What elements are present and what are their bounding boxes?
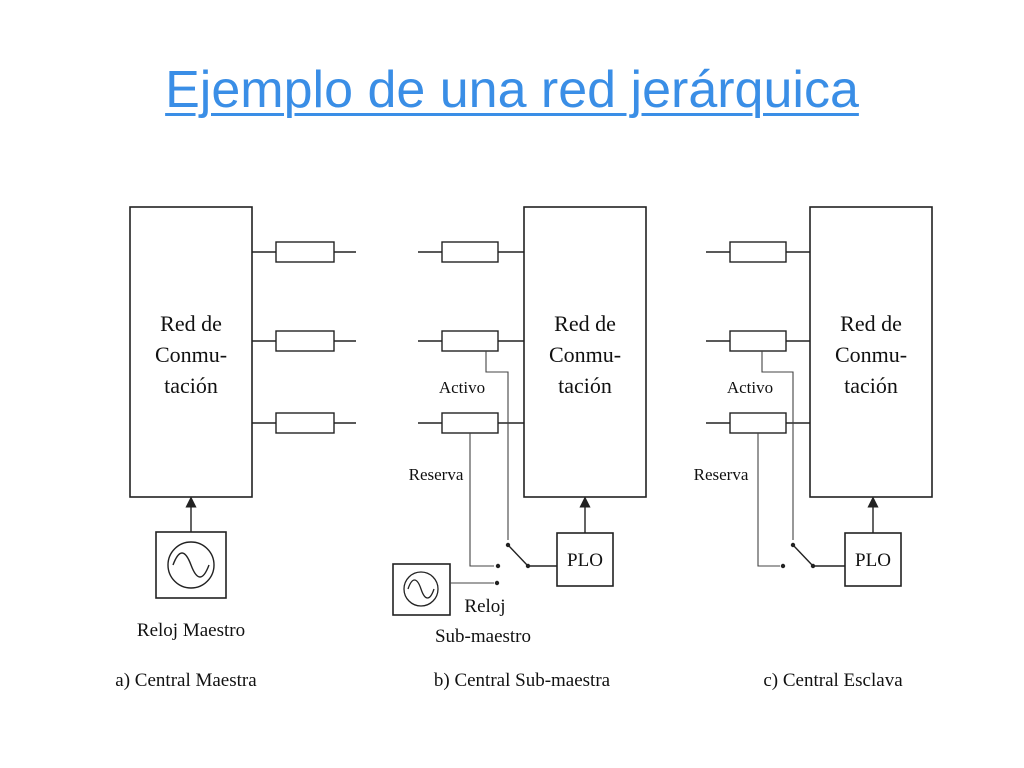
selector-switch-c bbox=[780, 542, 845, 569]
link-a-2 bbox=[252, 330, 356, 352]
link-c-3 bbox=[706, 412, 810, 434]
link-a-1 bbox=[252, 241, 356, 263]
link-b-1 bbox=[418, 241, 524, 263]
reserva-timing-line-c bbox=[757, 433, 780, 567]
activo-label-c: Activo bbox=[727, 378, 773, 397]
block-c-line1: Red de bbox=[840, 311, 902, 336]
activo-label-b: Activo bbox=[439, 378, 485, 397]
block-b-line3: tación bbox=[558, 373, 612, 398]
panel-a: Red de Conmu- tación bbox=[115, 206, 356, 691]
reserva-timing-line-b bbox=[469, 433, 494, 567]
panel-c: Red de Conmu- tación Activo Reserva bbox=[694, 206, 933, 691]
submaster-clock-label-1: Reloj bbox=[464, 596, 505, 617]
plo-label-b: PLO bbox=[567, 550, 603, 571]
block-b-line2: Conmu- bbox=[549, 342, 621, 367]
reserva-label-c: Reserva bbox=[694, 465, 749, 484]
block-b-line1: Red de bbox=[554, 311, 616, 336]
oscillator-icon bbox=[167, 541, 215, 589]
link-c-1 bbox=[706, 241, 810, 263]
plo-label-c: PLO bbox=[855, 550, 891, 571]
master-clock-label: Reloj Maestro bbox=[137, 620, 245, 641]
reserva-label-b: Reserva bbox=[409, 465, 464, 484]
block-c-line2: Conmu- bbox=[835, 342, 907, 367]
caption-b: b) Central Sub-maestra bbox=[434, 670, 611, 691]
link-a-3 bbox=[252, 412, 356, 434]
link-b-2 bbox=[418, 330, 524, 352]
submaster-clock-box bbox=[392, 563, 451, 616]
caption-c: c) Central Esclava bbox=[763, 670, 903, 691]
slide-title[interactable]: Ejemplo de una red jerárquica bbox=[165, 61, 859, 119]
block-a-line1: Red de bbox=[160, 311, 222, 336]
oscillator-icon bbox=[403, 571, 439, 607]
submaster-clock-contact bbox=[494, 580, 500, 586]
link-c-2 bbox=[706, 330, 810, 352]
activo-timing-line-c bbox=[761, 351, 794, 540]
master-clock-box bbox=[155, 531, 227, 599]
selector-switch-b bbox=[495, 542, 557, 569]
panel-b: Red de Conmu- tación Activo Reserva bbox=[392, 206, 647, 691]
activo-timing-line-b bbox=[485, 351, 509, 540]
caption-a: a) Central Maestra bbox=[115, 670, 257, 691]
block-c-line3: tación bbox=[844, 373, 898, 398]
block-a-line2: Conmu- bbox=[155, 342, 227, 367]
submaster-clock-label-2: Sub-maestro bbox=[435, 626, 531, 647]
block-a-line3: tación bbox=[164, 373, 218, 398]
